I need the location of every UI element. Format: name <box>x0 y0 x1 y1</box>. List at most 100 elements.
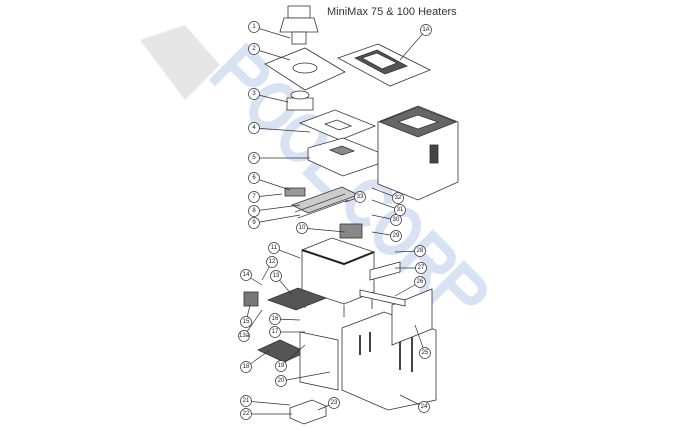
callout-29: 29 <box>371 230 402 242</box>
callout-label: 1A <box>422 27 429 33</box>
part-frame-edge <box>301 249 375 266</box>
watermark-letter-shape <box>208 42 270 88</box>
callout-circle <box>354 191 366 203</box>
callout-label: 10 <box>299 225 306 231</box>
callout-label: 23 <box>331 400 338 406</box>
callout-circle <box>240 316 252 328</box>
callout-21: 21 <box>240 395 291 407</box>
part-assembled-heater-opening <box>396 114 440 130</box>
leader-line <box>253 214 301 224</box>
part-assembled-heater-control <box>429 144 439 164</box>
part-baffle <box>369 261 401 281</box>
callout-28: 28 <box>394 245 426 257</box>
callout-32: 32 <box>371 187 404 204</box>
callout-circle <box>420 24 432 36</box>
callout-7: 7 <box>248 191 283 203</box>
callout-27: 27 <box>395 262 427 274</box>
callout-label: 9 <box>252 220 256 226</box>
callout-circle <box>248 88 260 100</box>
callout-label: 25 <box>422 350 429 356</box>
callout-circle <box>238 330 250 342</box>
callout-circle <box>414 276 426 288</box>
callout-circle <box>414 245 426 257</box>
callout-23: 23 <box>317 397 340 411</box>
callout-6: 6 <box>248 172 291 191</box>
leader-line <box>399 29 427 61</box>
callout-circle <box>248 191 260 203</box>
callout-circle <box>266 256 278 268</box>
callout-circle <box>270 270 282 282</box>
callout-13a: 13a <box>238 309 263 342</box>
callout-circle <box>275 375 287 387</box>
callout-circle <box>240 395 252 407</box>
callout-circle <box>268 242 280 254</box>
callout-label: 30 <box>393 217 400 223</box>
callout-circle <box>248 217 260 229</box>
callout-30: 30 <box>371 214 402 226</box>
callout-label: 12 <box>269 259 276 265</box>
callout-label: 17 <box>272 329 279 335</box>
callout-circle <box>248 205 260 217</box>
part-burner-tray <box>266 287 328 311</box>
callout-circle <box>248 152 260 164</box>
callout-circle <box>275 360 287 372</box>
part-flue-hood-opening <box>328 145 356 156</box>
callout-label: 32 <box>395 195 402 201</box>
callout-1: 1 <box>248 21 291 39</box>
callout-label: 1 <box>252 24 256 30</box>
callout-2: 2 <box>248 43 291 61</box>
callout-label: 14 <box>243 272 250 278</box>
leader-line <box>253 204 301 212</box>
part-control-box <box>289 399 327 425</box>
part-top-plate-hole <box>292 62 318 74</box>
callout-5: 5 <box>248 152 310 164</box>
callout-17: 17 <box>269 326 305 338</box>
part-vent-collar <box>287 5 311 19</box>
part-flue-adapter <box>286 97 314 111</box>
callout-circle <box>240 269 252 281</box>
callout-label: 16 <box>272 316 279 322</box>
watermark-letter-shape <box>280 114 328 162</box>
callout-label: 4 <box>252 125 256 131</box>
part-cabinet-louvers <box>359 330 413 372</box>
callout-circle <box>240 361 252 373</box>
callout-25: 25 <box>414 324 431 359</box>
callout-33: 33 <box>344 191 366 203</box>
callout-label: 21 <box>243 398 250 404</box>
part-front-panel <box>299 331 339 391</box>
callout-20: 20 <box>275 371 331 387</box>
leader-line <box>301 227 346 233</box>
callout-circle <box>328 397 340 409</box>
callout-label: 2 <box>252 46 256 52</box>
callout-15: 15 <box>240 304 252 328</box>
part-gasket-opening <box>323 119 353 131</box>
leader-line <box>253 48 291 61</box>
watermark-logo <box>140 25 220 100</box>
part-lower-grille <box>257 339 307 363</box>
callout-label: 26 <box>417 279 424 285</box>
callout-circle <box>248 21 260 33</box>
callout-16: 16 <box>269 313 301 325</box>
callout-label: 15 <box>243 319 250 325</box>
callout-circle <box>240 408 252 420</box>
callout-circle <box>390 230 402 242</box>
callout-24: 24 <box>399 394 430 413</box>
callout-label: 6 <box>252 175 256 181</box>
callout-8: 8 <box>248 204 301 217</box>
callout-circle <box>269 313 281 325</box>
callout-circle <box>394 204 406 216</box>
part-gas-valve <box>243 291 259 307</box>
callout-14: 14 <box>240 269 263 286</box>
callout-circle <box>269 326 281 338</box>
callout-label: 8 <box>252 208 256 214</box>
callout-label: 24 <box>421 404 428 410</box>
callout-label: 27 <box>418 265 425 271</box>
callout-label: 13a <box>239 333 250 339</box>
callout-label: 13 <box>273 273 280 279</box>
callout-10: 10 <box>296 222 346 234</box>
callout-circle <box>390 214 402 226</box>
callout-circle <box>392 192 404 204</box>
callout-circle <box>419 347 431 359</box>
